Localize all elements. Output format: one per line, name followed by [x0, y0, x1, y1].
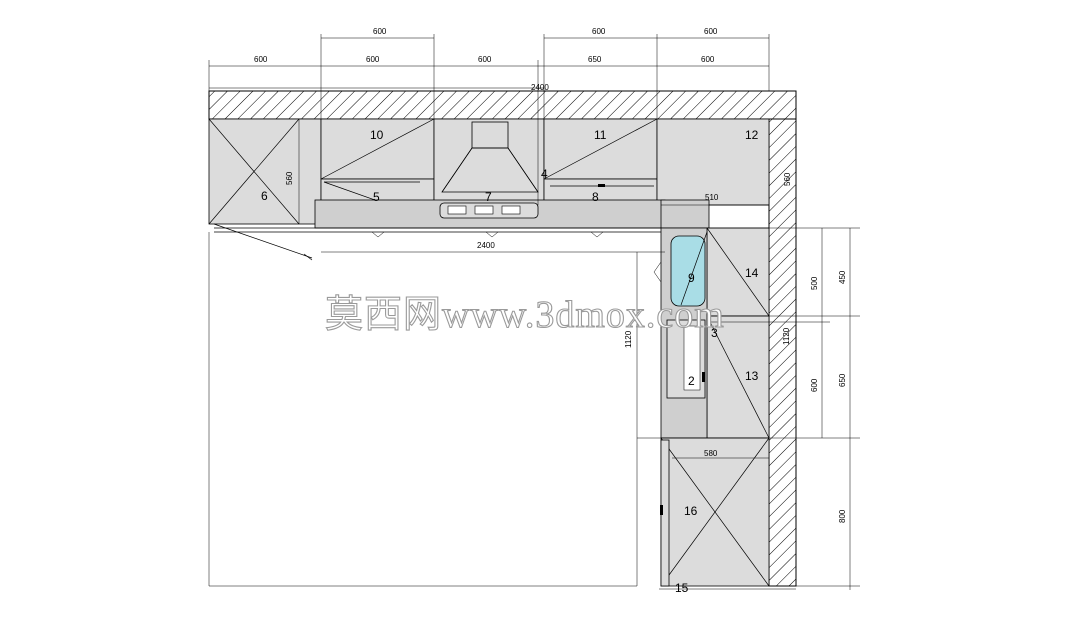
label-cabinet-4: 4 — [541, 167, 548, 181]
dim-depth-560-left: 560 — [285, 171, 294, 185]
dim-right-500: 500 — [810, 276, 819, 290]
label-cabinet-7: 7 — [485, 190, 492, 204]
dim-row-600-b: 600 — [478, 55, 492, 64]
dim-row-650: 650 — [588, 55, 602, 64]
dim-right-600: 600 — [810, 378, 819, 392]
dim-right-450: 450 — [838, 270, 847, 284]
label-cabinet-14: 14 — [745, 266, 759, 280]
label-cabinet-13: 13 — [745, 369, 759, 383]
dim-right-800: 800 — [838, 509, 847, 523]
room-outline — [208, 232, 638, 587]
label-cabinet-11: 11 — [594, 128, 607, 142]
dim-top-600-a: 600 — [373, 27, 387, 36]
dim-row-600-a: 600 — [366, 55, 380, 64]
hood-top — [471, 121, 509, 149]
dim-right-1120-inner: 1120 — [782, 327, 791, 345]
dim-depth-560-right: 560 — [783, 172, 792, 186]
label-cabinet-6: 6 — [261, 189, 268, 203]
handle-8 — [598, 184, 605, 187]
label-cabinet-9: 9 — [688, 271, 695, 285]
cabinet-12 — [656, 118, 770, 206]
label-cabinet-10: 10 — [370, 128, 384, 142]
dim-depth-510: 510 — [705, 193, 719, 202]
dim-top-600-b: 600 — [592, 27, 606, 36]
sink-bowl — [670, 235, 706, 307]
label-cabinet-15: 15 — [675, 581, 689, 595]
dim-top-600-c: 600 — [704, 27, 718, 36]
label-cabinet-8: 8 — [592, 190, 599, 204]
dim-overall-2400-mid: 2400 — [477, 241, 495, 250]
cabinet-6 — [208, 118, 322, 225]
dim-bottom-580: 580 — [704, 449, 718, 458]
label-cabinet-2: 2 — [688, 374, 695, 388]
right-wall — [768, 118, 797, 587]
dim-overall-2400-top: 2400 — [531, 83, 549, 92]
top-dimensions — [208, 34, 770, 253]
label-cabinet-5: 5 — [373, 190, 380, 204]
label-cabinet-12: 12 — [745, 128, 759, 142]
label-cabinet-3: 3 — [711, 326, 718, 340]
dim-row-600-left: 600 — [254, 55, 268, 64]
corner-block — [660, 199, 710, 229]
watermark: 莫西网www.3dmox.com — [325, 294, 725, 336]
dim-right-650: 650 — [838, 373, 847, 387]
dim-row-600-c: 600 — [701, 55, 715, 64]
dim-right-1120-outer: 1120 — [624, 330, 633, 348]
right-dimensions — [636, 204, 860, 590]
label-cabinet-16: 16 — [684, 504, 698, 518]
right-cabinet-run — [653, 199, 770, 439]
top-wall — [208, 90, 797, 120]
